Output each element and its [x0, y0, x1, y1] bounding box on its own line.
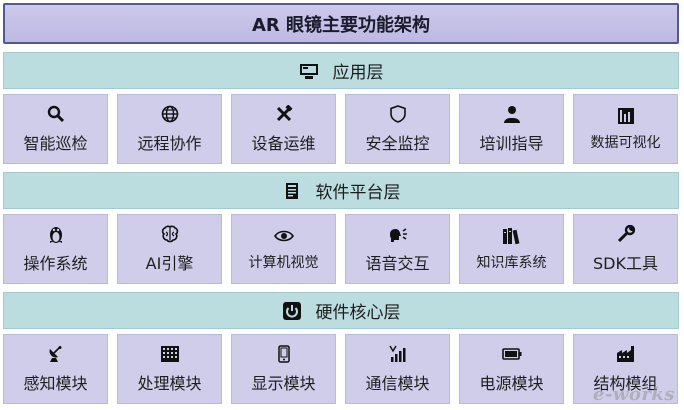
card-label: 显示模块	[251, 374, 316, 393]
brain-icon	[160, 224, 180, 244]
speaking-head-icon	[388, 224, 408, 244]
person-icon	[502, 104, 522, 124]
card-label: 通信模块	[365, 374, 430, 393]
layer-bar-hardware-core: 硬件核心层	[3, 292, 679, 329]
chip-icon	[160, 344, 180, 364]
layer-row-hardware-core: 感知模块 处理模块 显示模块 通信模块 电源模块 结构模组	[3, 334, 679, 404]
layer-label: 软件平台层	[315, 183, 401, 203]
card-label: 电源模块	[479, 374, 544, 393]
card-knowledge-base: 知识库系统	[459, 214, 564, 284]
card-label: 计算机视觉	[248, 255, 319, 271]
layer-label: 硬件核心层	[315, 303, 401, 323]
eye-icon	[273, 226, 294, 246]
power-icon	[282, 301, 302, 321]
card-label: 培训指导	[479, 134, 544, 153]
wrench-icon	[616, 224, 636, 244]
card-label: 语音交互	[365, 254, 430, 273]
layer-bar-software-platform: 软件平台层	[3, 172, 679, 209]
watermark: e-works	[592, 384, 675, 405]
card-label: AI引擎	[145, 254, 194, 273]
card-label: 设备运维	[251, 134, 316, 153]
card-label: 安全监控	[365, 134, 430, 153]
satellite-dish-icon	[46, 344, 66, 364]
card-label: 数据可视化	[590, 135, 661, 151]
card-ai-engine: AI引擎	[117, 214, 222, 284]
card-equipment-maint: 设备运维	[231, 94, 336, 164]
card-structure-module: 结构模组	[573, 334, 678, 404]
card-sensing-module: 感知模块	[3, 334, 108, 404]
layer-bar-application: 应用层	[3, 52, 679, 89]
layer-label: 应用层	[332, 63, 384, 83]
card-data-visual: 数据可视化	[573, 94, 678, 164]
card-sdk-tools: SDK工具	[573, 214, 678, 284]
card-label: 远程协作	[137, 134, 202, 153]
card-processing-module: 处理模块	[117, 334, 222, 404]
architecture-diagram: AR 眼镜主要功能架构 应用层 智能巡检 远程协作 设备运维 安全监控 培训指导	[3, 3, 679, 407]
card-label: 知识库系统	[476, 255, 547, 271]
card-comm-module: 通信模块	[345, 334, 450, 404]
layer-row-application: 智能巡检 远程协作 设备运维 安全监控 培训指导 数据可视化	[3, 94, 679, 164]
card-label: SDK工具	[593, 254, 658, 273]
magnifier-icon	[46, 104, 66, 124]
battery-icon	[501, 344, 522, 364]
signal-icon	[388, 344, 408, 364]
card-remote-collab: 远程协作	[117, 94, 222, 164]
card-security-monitor: 安全监控	[345, 94, 450, 164]
monitor-icon	[299, 61, 319, 81]
card-display-module: 显示模块	[231, 334, 336, 404]
penguin-icon	[46, 224, 66, 244]
card-training: 培训指导	[459, 94, 564, 164]
factory-icon	[616, 344, 636, 364]
shield-icon	[388, 104, 408, 124]
tools-icon	[274, 104, 294, 124]
phone-icon	[274, 344, 294, 364]
card-smart-inspection: 智能巡检	[3, 94, 108, 164]
card-os: 操作系统	[3, 214, 108, 284]
card-label: 操作系统	[23, 254, 88, 273]
card-label: 智能巡检	[23, 134, 88, 153]
layer-row-software-platform: 操作系统 AI引擎 计算机视觉 语音交互 知识库系统 SDK工具	[3, 214, 679, 284]
globe-icon	[160, 104, 180, 124]
document-icon	[282, 181, 302, 201]
card-power-module: 电源模块	[459, 334, 564, 404]
card-computer-vision: 计算机视觉	[231, 214, 336, 284]
card-voice-interaction: 语音交互	[345, 214, 450, 284]
diagram-title: AR 眼镜主要功能架构	[3, 3, 679, 44]
card-label: 结构模组	[593, 374, 658, 393]
books-icon	[502, 226, 522, 246]
bar-chart-icon	[616, 106, 636, 126]
card-label: 感知模块	[23, 374, 88, 393]
card-label: 处理模块	[137, 374, 202, 393]
